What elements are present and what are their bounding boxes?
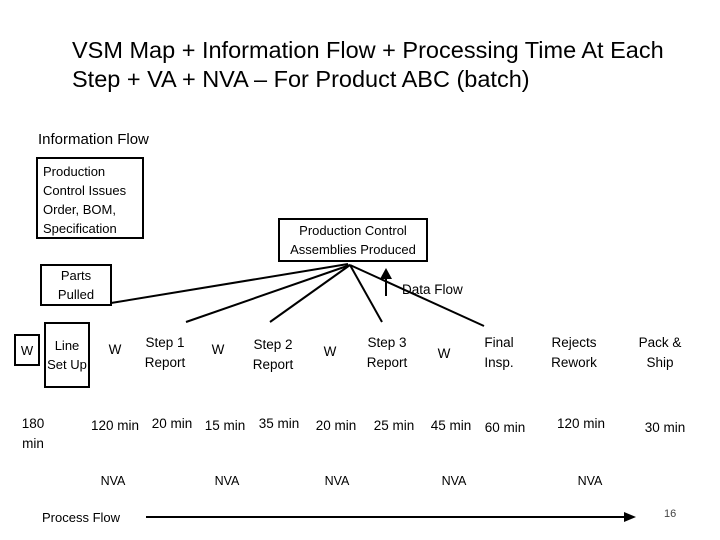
wait-box-0: W — [14, 334, 40, 366]
time-step-1: 15 min — [204, 418, 246, 433]
parts-pulled-box: Parts Pulled — [40, 264, 112, 306]
wait-label-2: W — [211, 342, 225, 357]
line-set-up-box: Line Set Up — [44, 322, 90, 388]
wait-label-3: W — [323, 344, 337, 359]
nva-label: NVA — [577, 474, 603, 488]
production-control-issues-box: Production Control Issues Order, BOM, Sp… — [36, 157, 144, 239]
nva-label: NVA — [214, 474, 240, 488]
information-flow-heading: Information Flow — [38, 131, 149, 148]
time-line-setup: 120 min — [90, 418, 140, 433]
final-inspection: Final Insp. — [484, 335, 514, 370]
time-step-3: 45 min — [430, 418, 472, 433]
nva-label: NVA — [441, 474, 467, 488]
process-flow-label: Process Flow — [42, 510, 121, 525]
time-step-2-wait: 35 min — [258, 416, 300, 431]
slide-title: VSM Map + Information Flow + Processing … — [72, 37, 664, 92]
pack-and-ship: Pack & Ship — [638, 335, 682, 370]
production-control-assemblies-box: Production Control Assemblies Produced — [278, 218, 428, 262]
time-final-inspection: 60 min — [484, 420, 526, 435]
time-pack-and-ship: 30 min — [644, 420, 686, 435]
time-rejects-rework: 120 min — [556, 416, 606, 431]
time-line-setup-wait: 180 min — [21, 416, 45, 451]
step-3-report: Step 3 Report — [366, 335, 408, 370]
time-step-1-wait: 20 min — [151, 416, 193, 431]
nva-label: NVA — [324, 474, 350, 488]
time-step-3-wait: 25 min — [373, 418, 415, 433]
wait-label-1: W — [108, 342, 122, 357]
step-2-report: Step 2 Report — [252, 337, 294, 372]
time-step-2: 20 min — [315, 418, 357, 433]
step-1-report: Step 1 Report — [144, 335, 186, 370]
page-number: 16 — [664, 508, 677, 520]
data-flow-label: Data Flow — [402, 282, 463, 297]
nva-label: NVA — [100, 474, 126, 488]
rejects-rework: Rejects Rework — [551, 335, 597, 370]
wait-label-4: W — [437, 346, 451, 361]
